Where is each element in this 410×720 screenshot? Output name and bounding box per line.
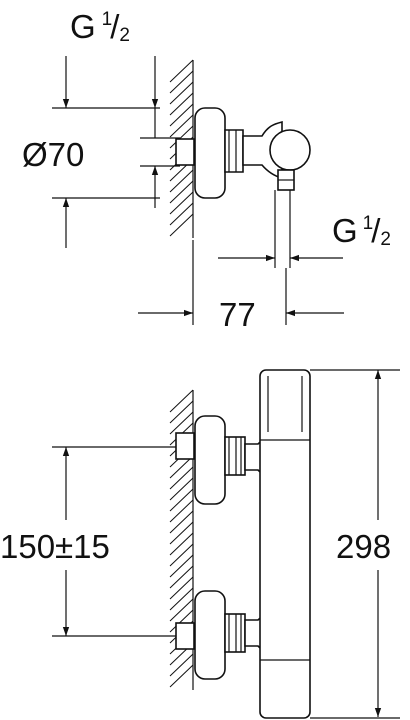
hatch-line [169, 598, 194, 622]
hatch-line [169, 92, 194, 116]
hatch-line [169, 543, 194, 567]
hatch-line [169, 213, 194, 237]
hatch-line [169, 477, 194, 501]
hatch-line [169, 466, 194, 490]
hatch-line [169, 180, 194, 204]
depth-label: 77 [219, 296, 256, 333]
hatch-line [169, 532, 194, 556]
hatch-line [169, 587, 194, 611]
lower-connection [175, 590, 273, 680]
hatch-line [169, 521, 194, 545]
hatch-line [169, 411, 194, 435]
hatch-line [169, 114, 194, 138]
hatch-line [169, 81, 194, 105]
hatch-line [169, 169, 194, 193]
diameter-label: Ø70 [22, 136, 84, 173]
front-view: 150±15 298 [0, 369, 400, 719]
hatch-line [169, 488, 194, 512]
hatch-line [169, 389, 194, 413]
hatch-line [169, 510, 194, 534]
hatch-line [169, 653, 194, 677]
spacing-label: 150±15 [0, 528, 110, 565]
hatch-line [169, 191, 194, 215]
outlet-dimension [218, 190, 343, 268]
wall-hatching-top [169, 59, 194, 238]
hatch-line [169, 125, 194, 149]
hatch-line [169, 103, 194, 127]
mixer-top-body [175, 107, 311, 199]
inlet-dimension [52, 56, 180, 248]
hatch-line [169, 70, 194, 94]
height-dimension [310, 369, 400, 719]
hatch-line [169, 576, 194, 600]
hatch-line [169, 554, 194, 578]
hatch-line [169, 664, 194, 688]
spacing-dimension [52, 446, 176, 637]
hatch-line [169, 499, 194, 523]
thermostat-body [259, 369, 311, 719]
height-label: 298 [336, 528, 391, 565]
hatch-line [169, 59, 194, 83]
hatch-line [169, 609, 194, 633]
hatch-line [169, 400, 194, 424]
hatch-line [169, 202, 194, 226]
depth-dimension [138, 240, 344, 325]
hatch-line [169, 565, 194, 589]
